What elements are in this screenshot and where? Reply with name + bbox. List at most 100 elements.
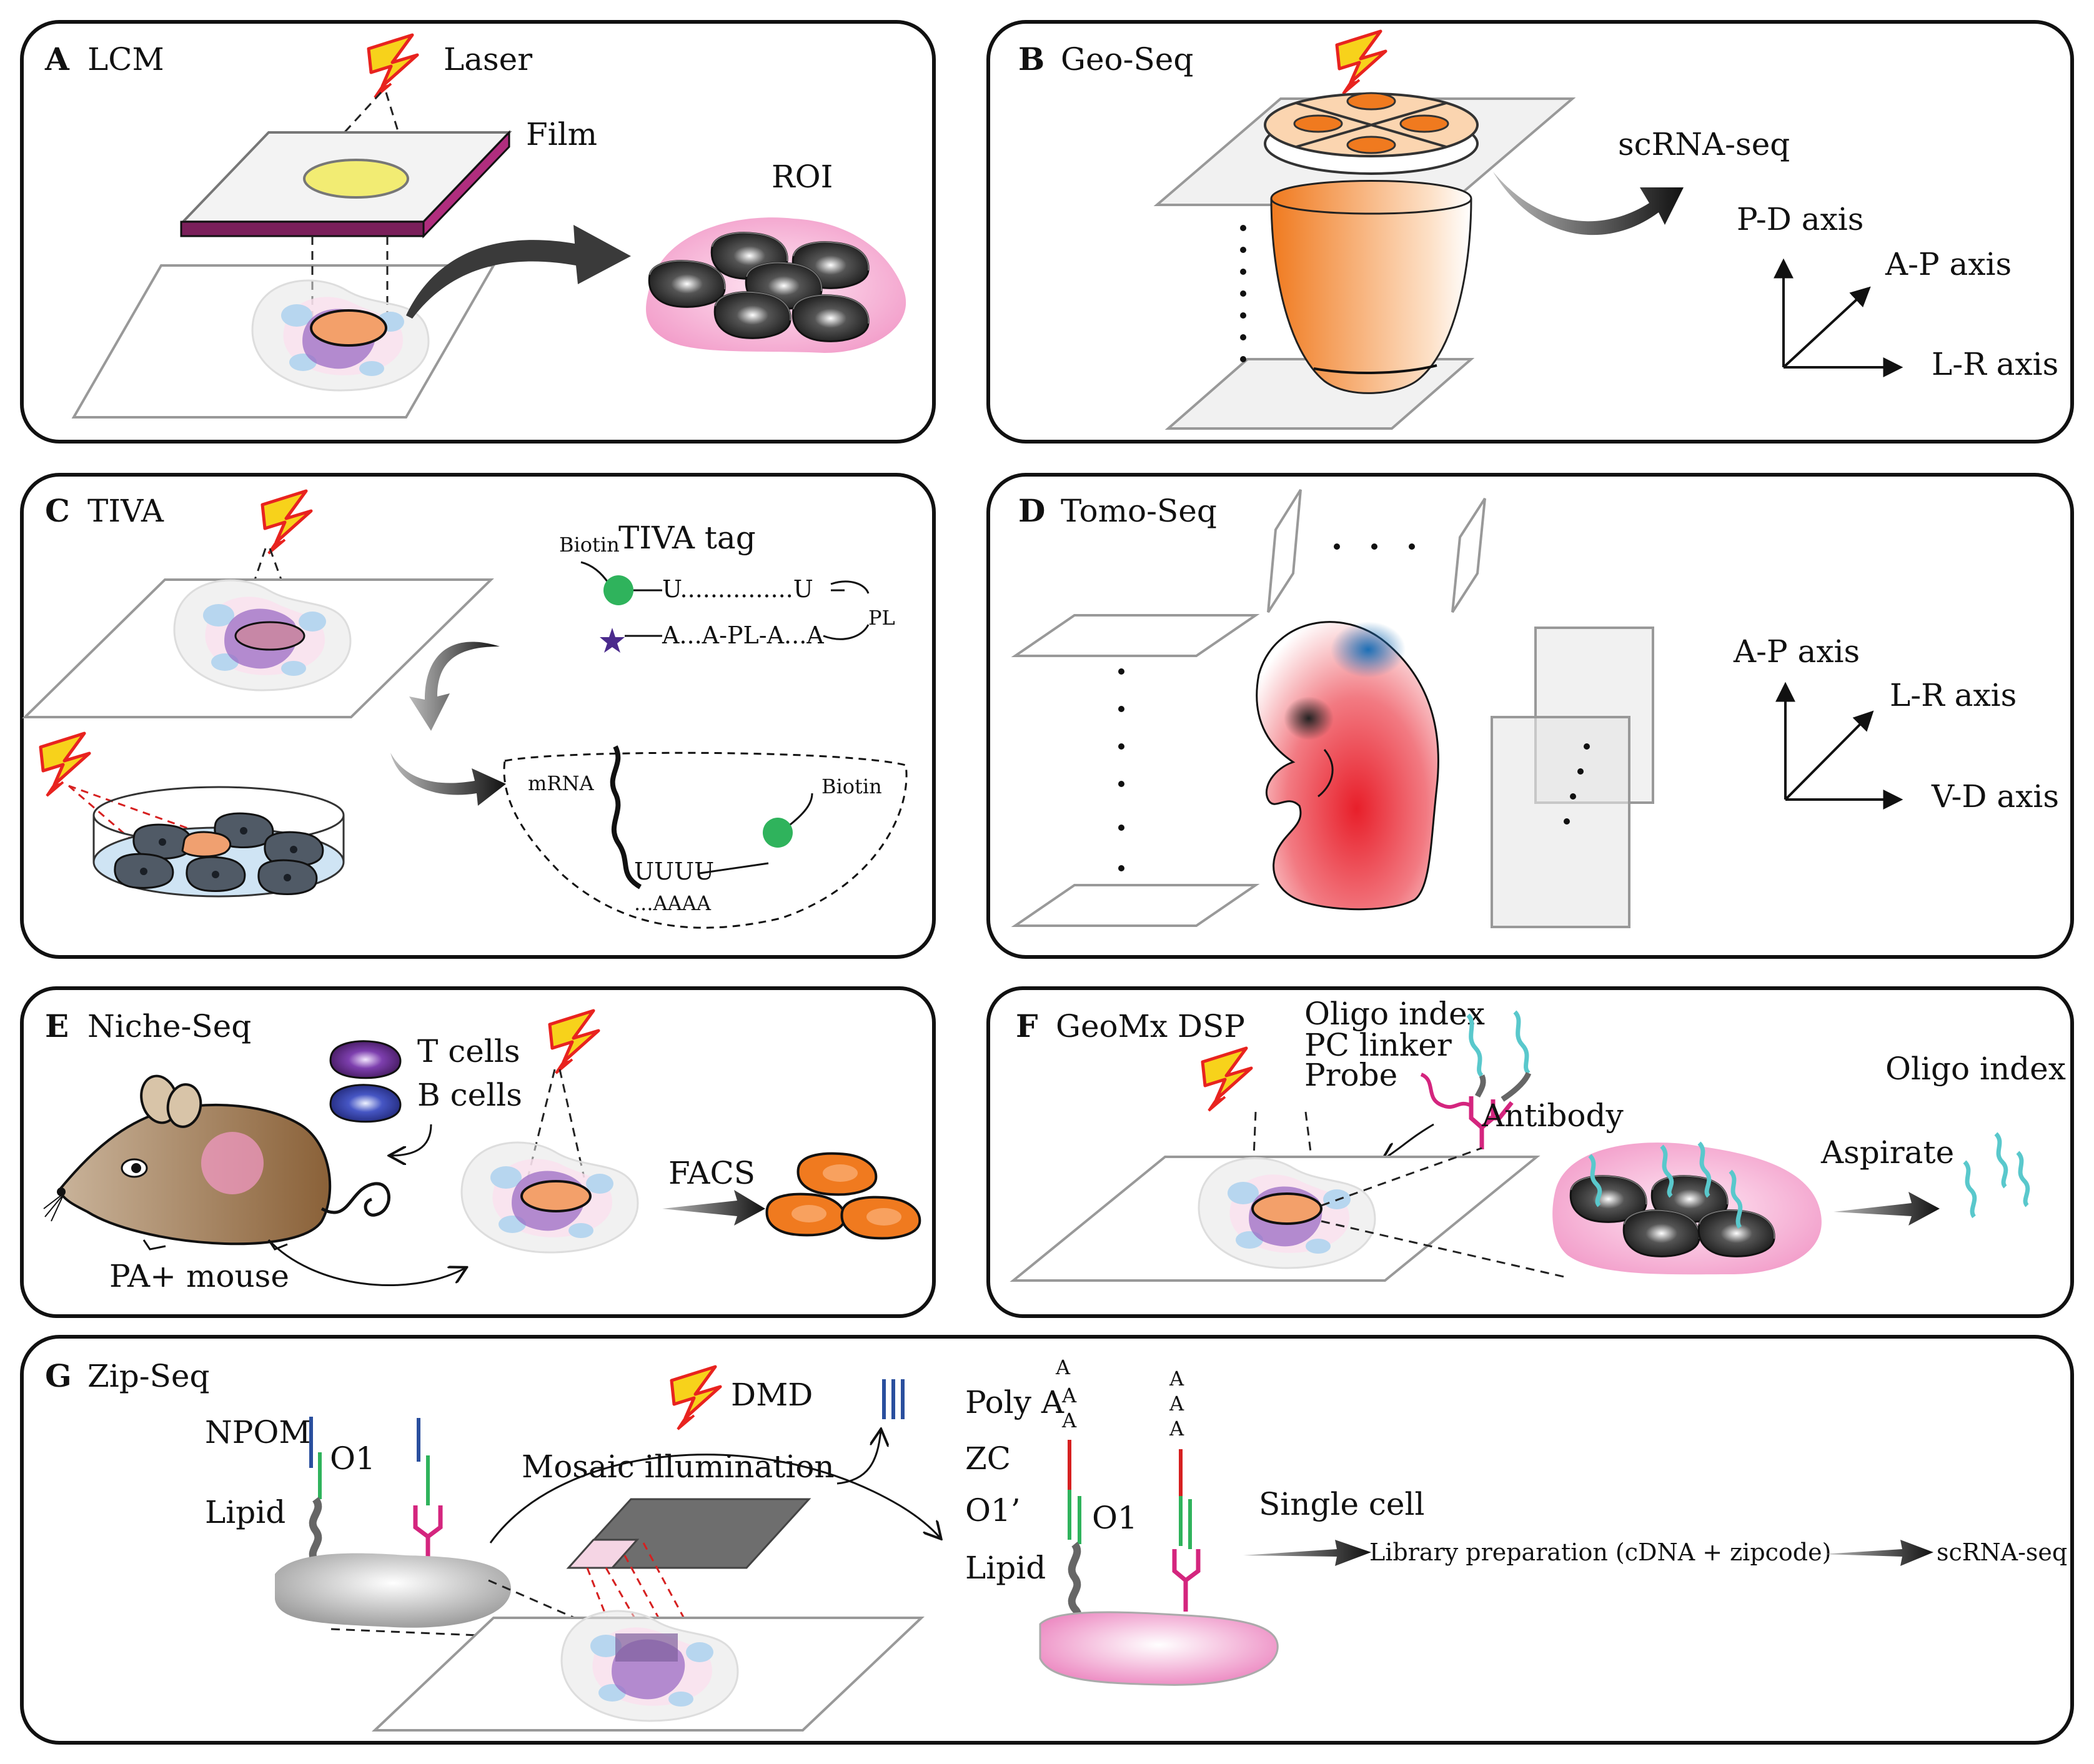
red-beam <box>68 785 151 857</box>
mouse-label: PA+ mouse <box>109 1258 289 1294</box>
axis-diag-label: A-P axis <box>1885 246 2012 282</box>
o1-right-label: O1 <box>1092 1500 1138 1536</box>
dish-cell <box>114 853 174 889</box>
targeted-cell <box>234 621 305 651</box>
scrna-label: scRNA-seq <box>1937 1539 2067 1566</box>
a-letter: A <box>1061 1409 1077 1432</box>
dmd-mirror-window <box>566 1539 640 1569</box>
b-cell-icon <box>329 1084 402 1123</box>
dish-cell <box>257 859 318 895</box>
panel-b-frame <box>986 20 2074 443</box>
t-cell-icon <box>329 1040 402 1079</box>
vertical-slice <box>1451 497 1486 613</box>
released-oligos <box>1963 1132 2030 1219</box>
roi-cell <box>713 291 791 339</box>
panel-c: C TIVA TIVA tag Biotin U...............U… <box>20 473 936 959</box>
strand-bottom: A...A-PL-A...A <box>662 622 824 649</box>
tiva-tag-title: TIVA tag <box>618 520 756 556</box>
panel-d: D Tomo-Seq A-P axis L-R axis V- <box>986 473 2074 959</box>
probe-label: Probe <box>1304 1057 1397 1093</box>
lipid-label: Lipid <box>205 1494 285 1530</box>
uuuu-label: UUUU <box>634 858 714 885</box>
film-edge <box>180 220 425 237</box>
lipid-label-2: Lipid <box>965 1550 1046 1586</box>
mrna-label: mRNA <box>528 771 594 795</box>
axis-y-label: P-D axis <box>1737 201 1863 237</box>
panel-d-letter: D <box>1018 492 1045 529</box>
embryo-fold <box>1317 749 1334 798</box>
laser-label: Laser <box>444 41 532 77</box>
poly-a-label: Poly A <box>965 1384 1064 1420</box>
zoom-line <box>1321 1220 1567 1279</box>
panel-e-letter: E <box>45 1008 69 1044</box>
panel-e: E Niche-Seq T cells B cells PA+ mouse <box>20 986 936 1318</box>
tissue-cone <box>1270 180 1472 394</box>
panel-g: G Zip-Seq NPOM O1 Lipid DMD Mosaic illum… <box>20 1335 2074 1745</box>
axis-y-label: A-P axis <box>1733 633 1860 670</box>
oligo-index-label: Oligo index <box>1304 996 1485 1032</box>
panel-g-letter: G <box>45 1357 72 1394</box>
panel-g-title: Zip-Seq <box>87 1358 209 1394</box>
pl-linker <box>830 580 870 594</box>
panel-a: A LCM Laser Film ROI <box>20 20 936 443</box>
panel-c-title: TIVA <box>87 493 164 529</box>
antibody-y <box>413 1505 443 1562</box>
poly-a-letters: A A A A A A <box>1055 1355 1184 1440</box>
panel-b: B Geo-Seq scRNA-seq P-D axis <box>986 20 2074 443</box>
pipeline-arrow <box>1243 1540 1371 1566</box>
pc-linker-label: PC linker <box>1304 1027 1452 1063</box>
horizontal-slice <box>1011 884 1260 927</box>
disc-well <box>1346 92 1396 111</box>
oligo-strands <box>1588 1141 1743 1229</box>
process-arrow <box>489 1454 940 1544</box>
cone-slice-line <box>1313 364 1437 374</box>
biotin-bead <box>603 575 633 605</box>
roi-cell <box>1622 1209 1700 1257</box>
film-label: Film <box>526 116 597 152</box>
axis-diag <box>1784 710 1874 801</box>
selected-region <box>520 1180 592 1212</box>
release-arrow <box>836 1430 881 1485</box>
aaaa-label: ...AAAA <box>634 891 712 915</box>
cone-rim <box>1270 198 1472 215</box>
pl-label: PL <box>868 606 895 630</box>
facs-arrow <box>662 1190 765 1226</box>
antibody-y <box>1172 1549 1201 1612</box>
axis-x-label: V-D axis <box>1931 778 2059 815</box>
disc-well <box>1293 114 1343 133</box>
scrna-label: scRNA-seq <box>1618 126 1790 162</box>
grey-cell <box>275 1553 512 1628</box>
disc-division <box>1296 102 1447 148</box>
section-dots <box>1240 225 1246 362</box>
horizontal-slice <box>1011 614 1260 657</box>
dish-cell <box>186 856 246 892</box>
zoom-line <box>1321 1147 1482 1207</box>
panel-c-letter: C <box>45 492 70 529</box>
cleaved-npom-icon <box>882 1379 905 1419</box>
beam-line <box>558 1069 585 1178</box>
embryo-blue-region <box>1331 622 1406 678</box>
sorted-cell <box>796 1152 878 1196</box>
aspirate-label: Aspirate <box>1820 1134 1954 1171</box>
panel-e-title: Niche-Seq <box>87 1008 251 1044</box>
aspirate-arrow <box>1833 1192 1940 1226</box>
roi-cell <box>791 294 870 342</box>
tag-line <box>699 862 769 875</box>
panel-f-title: GeoMx DSP <box>1056 1008 1245 1044</box>
seq-arrow <box>1493 172 1684 235</box>
oligo-index-label-2: Oligo index <box>1885 1051 2066 1087</box>
panel-f: F GeoMx DSP Oligo index PC linker Probe … <box>986 986 2074 1318</box>
a-letter: A <box>1169 1367 1184 1390</box>
t-cells-label: T cells <box>417 1033 520 1069</box>
slice-dots <box>1118 668 1124 871</box>
axis-x-label: L-R axis <box>1932 346 2058 382</box>
sorted-cell <box>840 1196 921 1240</box>
pl-linker <box>823 624 870 640</box>
film-spot <box>303 159 409 199</box>
biotin-linker <box>790 793 813 826</box>
o1-label: O1 <box>330 1440 375 1477</box>
capture-bubble <box>503 751 908 929</box>
o1-prime-label: O1’ <box>965 1492 1021 1529</box>
